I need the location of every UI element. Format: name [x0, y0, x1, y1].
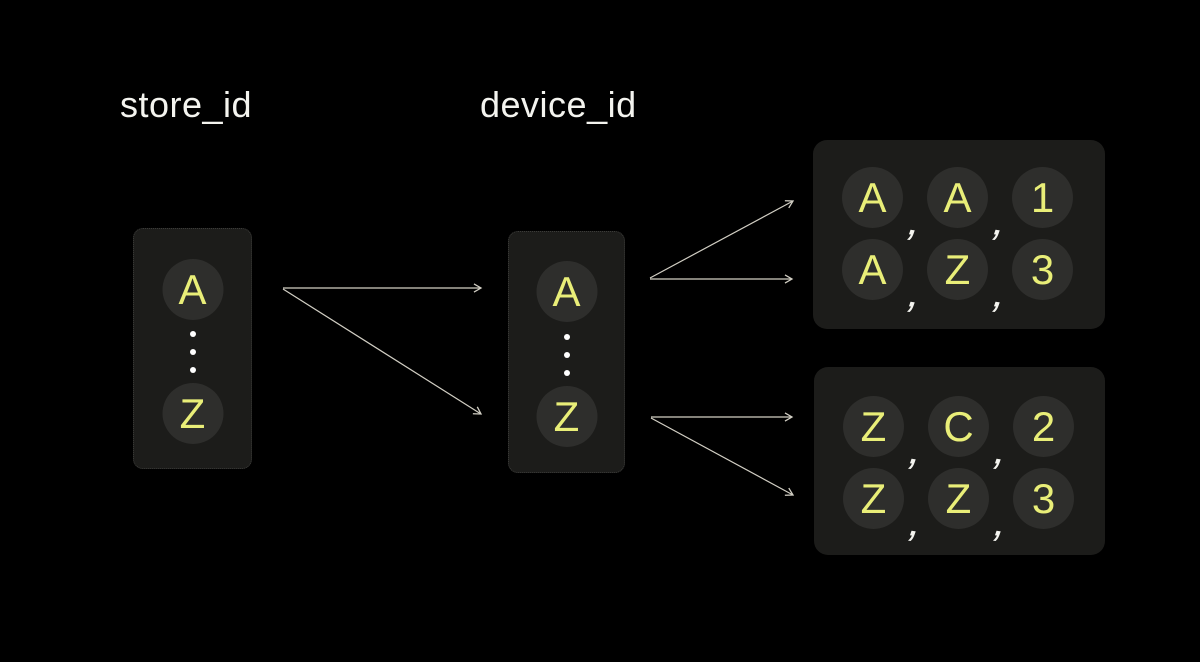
tuple-box-device-a: A , A , 1 A , Z	[813, 140, 1105, 329]
comma-separator: ,	[990, 195, 1010, 246]
tuple-value-circle: Z	[843, 468, 904, 529]
tuple-value: A	[943, 173, 972, 221]
ellipsis-dot	[189, 331, 196, 337]
arrow-device-a-to-tuples-diag	[649, 200, 795, 279]
tuple-value: Z	[860, 474, 887, 522]
tuple-value-circle: 3	[1012, 239, 1073, 300]
tuple-value-circle: 1	[1012, 167, 1073, 228]
tuple-row: Z , C , 2	[843, 396, 1074, 475]
tuple-value: 3	[1031, 474, 1056, 522]
device-id-label: device_id	[480, 84, 637, 125]
comma-separator: ,	[905, 195, 925, 246]
device-id-box: A Z	[508, 231, 625, 473]
tuple-value-circle: A	[927, 167, 988, 228]
device-value-circle-a: A	[536, 261, 597, 322]
store-value-circle-a: A	[162, 259, 223, 320]
store-id-box: A Z	[133, 228, 252, 469]
tuple-value: Z	[860, 402, 887, 450]
ellipsis-dots	[189, 331, 196, 373]
ellipsis-dot	[189, 349, 196, 355]
tuple-box-device-z: Z , C , 2 Z , Z	[814, 367, 1105, 555]
tuple-value-circle: Z	[928, 468, 989, 529]
device-value-z: Z	[553, 392, 580, 440]
comma-separator: ,	[991, 496, 1011, 547]
device-value-a: A	[552, 267, 581, 315]
tuple-value-circle: 2	[1013, 396, 1074, 457]
store-value-z: Z	[179, 389, 206, 437]
tuple-value: Z	[944, 245, 971, 293]
ellipsis-dot	[563, 370, 570, 376]
ellipsis-dot	[563, 334, 570, 340]
tuple-value: 2	[1031, 402, 1056, 450]
device-value-circle-z: Z	[536, 386, 597, 447]
tuple-value: A	[858, 245, 887, 293]
tuple-row: Z , Z , 3	[843, 468, 1074, 547]
ellipsis-dot	[563, 352, 570, 358]
tuple-value-circle: Z	[843, 396, 904, 457]
comma-separator: ,	[906, 424, 926, 475]
arrow-store-to-device-z	[282, 288, 483, 415]
comma-separator: ,	[906, 496, 926, 547]
tuple-value: 1	[1030, 173, 1055, 221]
tuple-value-circle: Z	[927, 239, 988, 300]
tuple-row: A , A , 1	[842, 167, 1073, 246]
tuple-value: Z	[945, 474, 972, 522]
store-value-a: A	[178, 265, 207, 313]
tuple-value: 3	[1030, 245, 1055, 293]
tuple-value-circle: 3	[1013, 468, 1074, 529]
ellipsis-dots	[563, 334, 570, 376]
tuple-value: C	[943, 402, 974, 450]
tuple-value-circle: C	[928, 396, 989, 457]
store-id-label: store_id	[120, 84, 253, 125]
ellipsis-dot	[189, 367, 196, 373]
comma-separator: ,	[905, 267, 925, 318]
arrow-device-z-to-tuples-diag	[650, 417, 795, 496]
tuple-row: A , Z , 3	[842, 239, 1073, 318]
store-value-circle-z: Z	[162, 383, 223, 444]
comma-separator: ,	[991, 424, 1011, 475]
tuple-value-circle: A	[842, 239, 903, 300]
tuple-value-circle: A	[842, 167, 903, 228]
tuple-value: A	[858, 173, 887, 221]
comma-separator: ,	[990, 267, 1010, 318]
